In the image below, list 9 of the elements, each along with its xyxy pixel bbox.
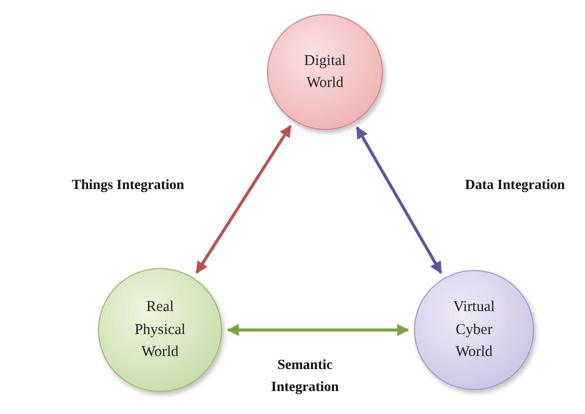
node-label: Virtual Cyber World	[452, 298, 496, 362]
node-label: Real Physical World	[134, 298, 186, 362]
node-label: Digital World	[303, 52, 347, 93]
double-arrow	[195, 124, 292, 274]
double-arrow	[356, 126, 442, 274]
edge-label: Data Integration	[464, 177, 566, 195]
edge-label: Things Integration	[70, 177, 186, 195]
double-arrow	[226, 324, 410, 336]
edge-label: Semantic Integration	[270, 357, 340, 398]
